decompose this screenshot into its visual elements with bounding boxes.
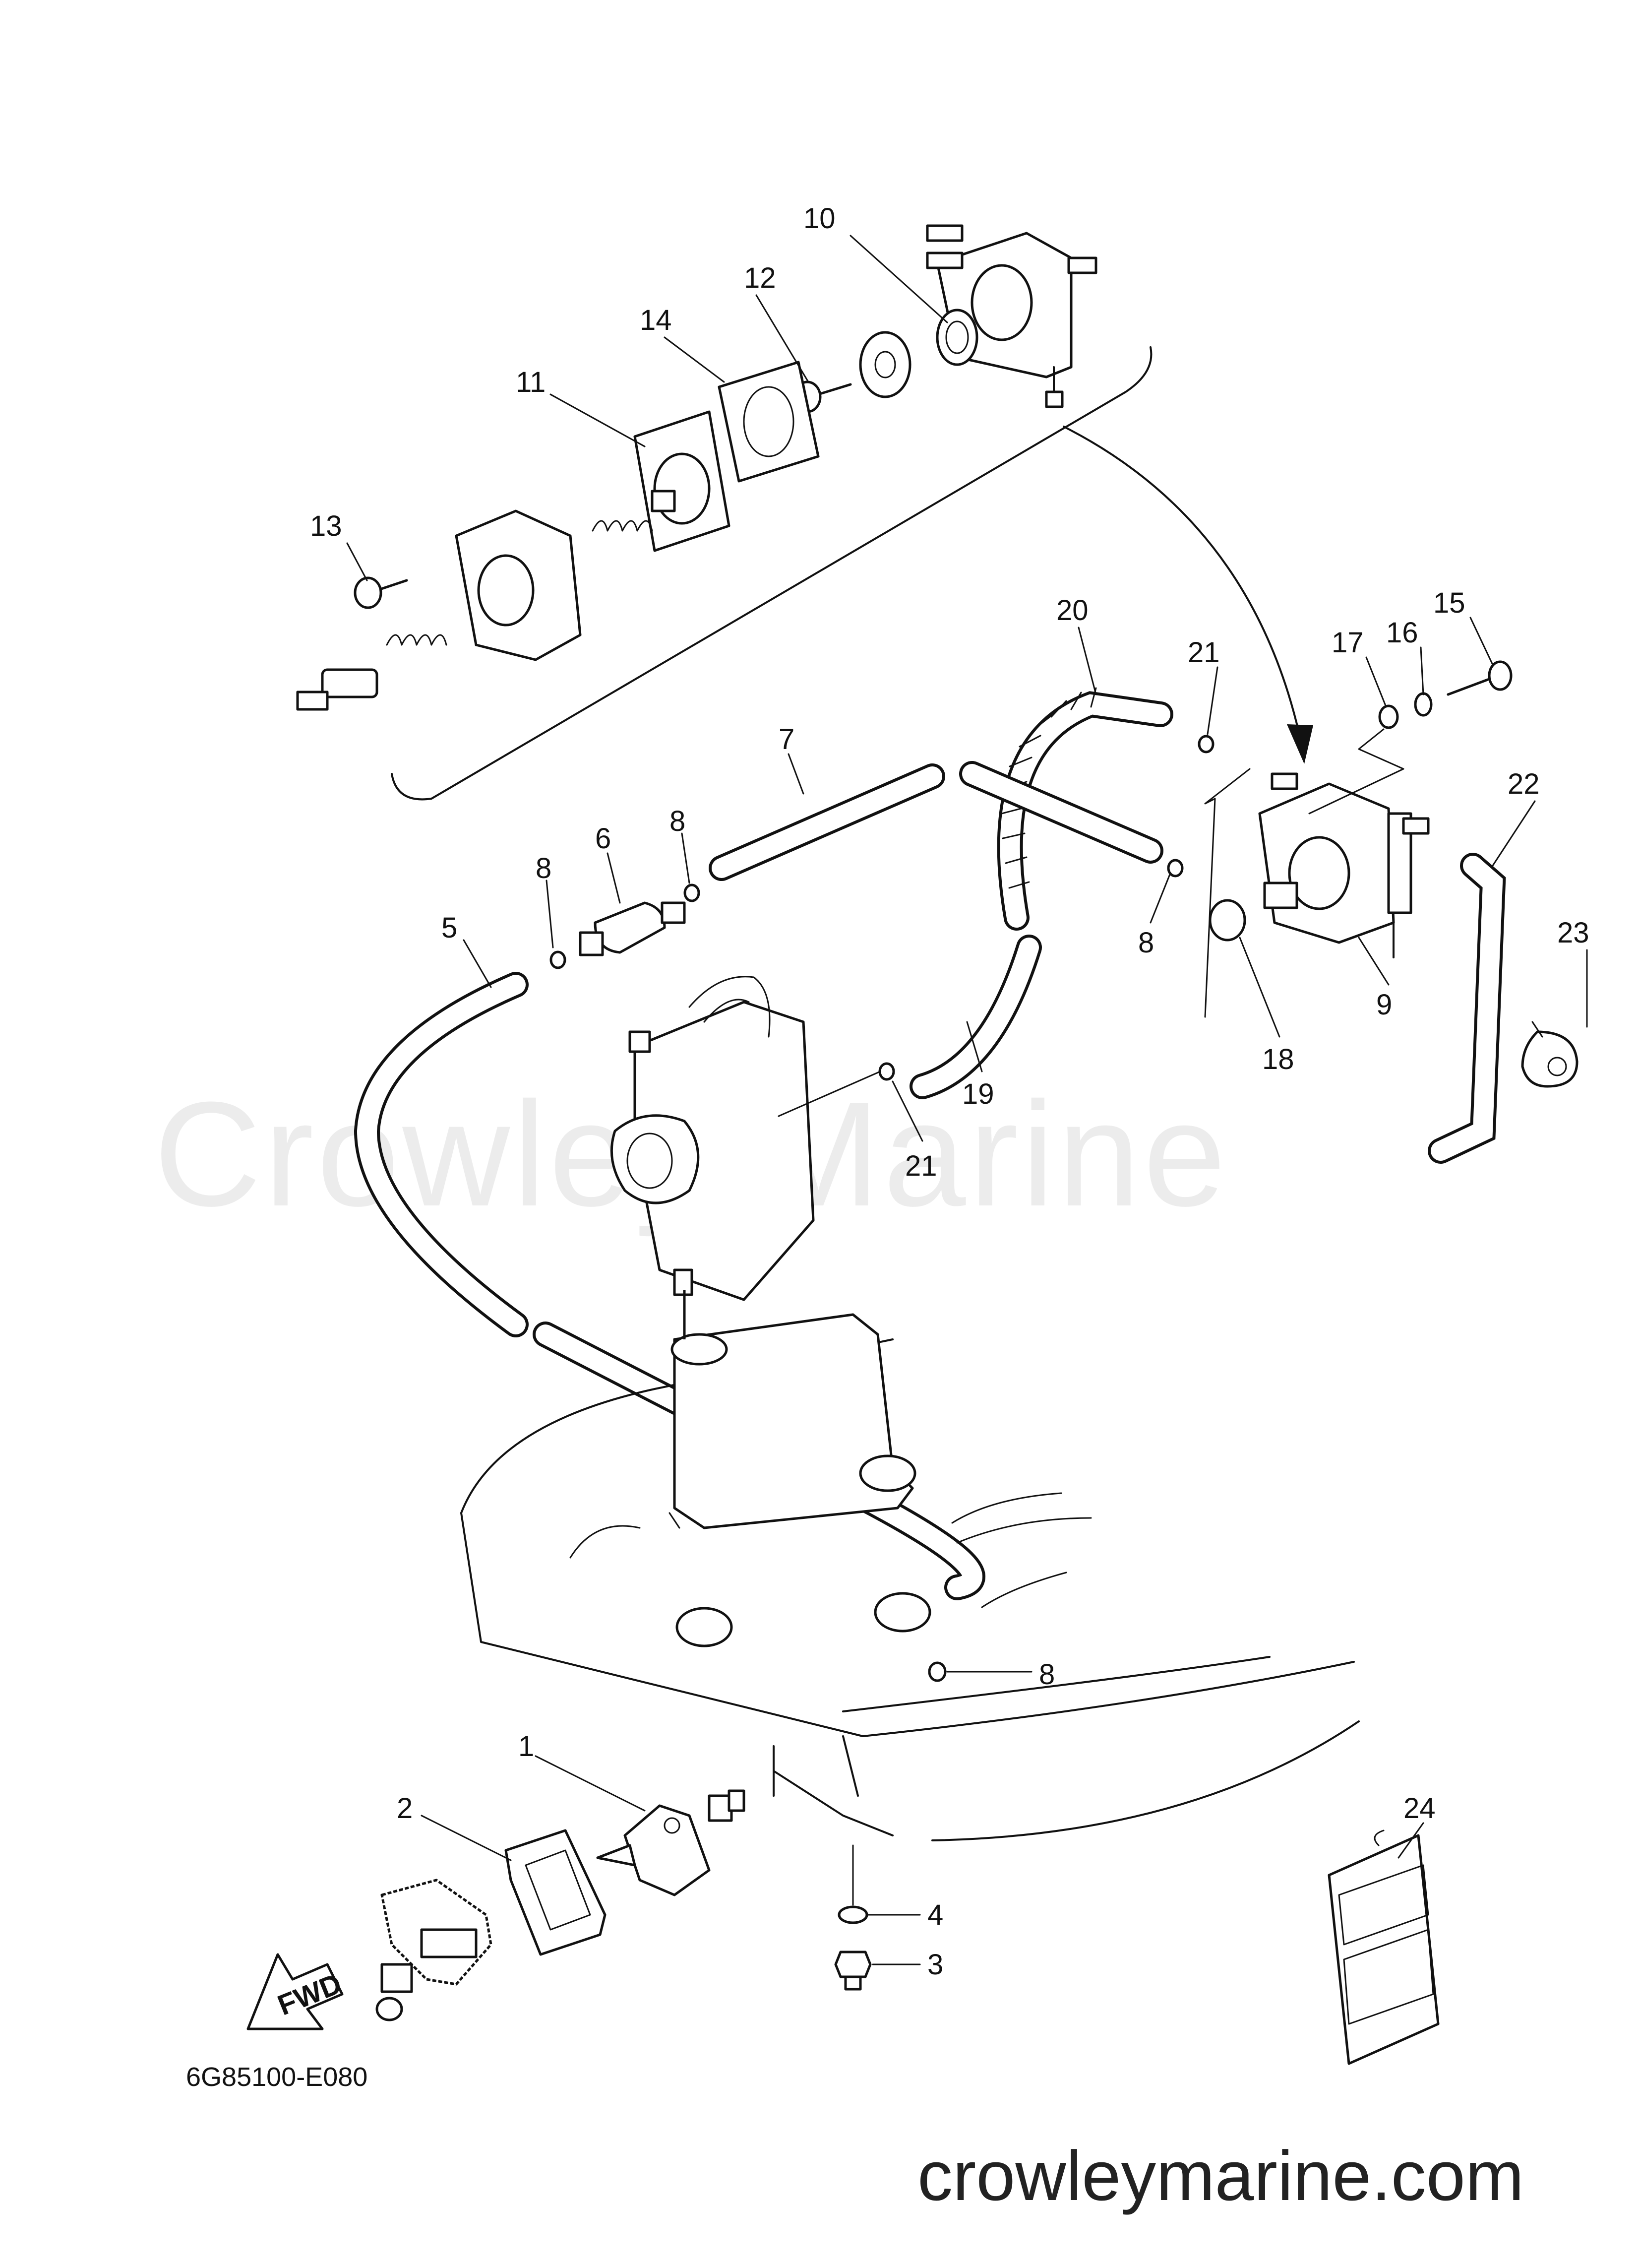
callout-16: 16 (1386, 617, 1418, 649)
callout-numbers: 1 2 3 4 5 6 7 8 8 8 8 9 10 11 12 13 14 1… (310, 202, 1589, 1981)
callout-8-filter-left: 8 (536, 852, 551, 884)
callout-12: 12 (744, 262, 776, 294)
assembly-guide (1308, 728, 1404, 815)
fuel-connector (375, 1879, 492, 2021)
callout-18: 18 (1262, 1043, 1294, 1075)
gasket-14 (718, 361, 820, 483)
callout-7: 7 (779, 723, 794, 756)
callout-8-pump: 8 (1138, 927, 1154, 959)
callout-10: 10 (803, 202, 836, 235)
o-ring-18 (1209, 899, 1246, 942)
valve-disc (859, 331, 911, 398)
exploded-view-arrow (1063, 426, 1300, 735)
bottom-cowling (460, 1338, 1360, 1841)
fuel-pump-9 (1258, 772, 1430, 958)
gasket-2 (504, 1829, 607, 1956)
callout-14: 14 (640, 304, 672, 336)
fuel-joint-1 (596, 1789, 745, 1896)
intake-manifold (670, 1290, 916, 1529)
callout-3: 3 (927, 1949, 943, 1981)
spring-upper (592, 520, 653, 532)
footer-url: crowleymarine.com (917, 2137, 1524, 2215)
screw-13 (354, 576, 408, 609)
caution-label-24 (1328, 1829, 1440, 2065)
clip-8a (1167, 859, 1184, 878)
washer-16 (1414, 692, 1433, 717)
callout-8-bottom: 8 (1039, 1658, 1055, 1691)
callout-17: 17 (1332, 627, 1364, 659)
clip-8d (928, 1661, 947, 1682)
callout-15: 15 (1433, 587, 1465, 619)
diagram-code: 6G85100-E080 (186, 2062, 367, 2092)
clip-8b (549, 950, 566, 969)
fwd-arrow: FWD (246, 1953, 346, 2030)
callout-1: 1 (518, 1730, 534, 1763)
clip-8c (683, 883, 700, 902)
exploded-view-bracket (391, 346, 1153, 801)
bolt-15 (1447, 660, 1513, 696)
gasket-ring (936, 309, 978, 366)
callout-4: 4 (927, 1899, 943, 1931)
clamp-23 (1521, 1030, 1579, 1088)
leader-lines (346, 235, 1588, 1965)
callout-20: 20 (1056, 594, 1089, 627)
clip-21a (1198, 735, 1215, 754)
callout-11: 11 (516, 366, 546, 398)
arrow-head (1287, 724, 1313, 764)
plunger (296, 668, 378, 711)
washer-4 (838, 1905, 868, 1924)
washer-17 (1378, 704, 1399, 729)
callout-21-pump: 21 (1188, 636, 1220, 669)
carburetor (610, 976, 815, 1301)
callout-23: 23 (1557, 917, 1589, 949)
callout-21-carb: 21 (905, 1150, 937, 1182)
callout-6: 6 (595, 822, 611, 855)
callout-19: 19 (962, 1078, 994, 1110)
callout-22: 22 (1508, 768, 1540, 800)
callout-9: 9 (1376, 989, 1392, 1021)
callout-8-filter-right: 8 (669, 805, 685, 837)
clip-21b (878, 1062, 895, 1081)
bolt-3 (834, 1951, 872, 1991)
callout-2: 2 (397, 1792, 413, 1825)
callout-5: 5 (441, 912, 457, 944)
fuel-filter-6 (579, 901, 686, 956)
callout-13: 13 (310, 510, 342, 542)
callout-24: 24 (1403, 1792, 1436, 1825)
spring-lower (386, 634, 447, 646)
